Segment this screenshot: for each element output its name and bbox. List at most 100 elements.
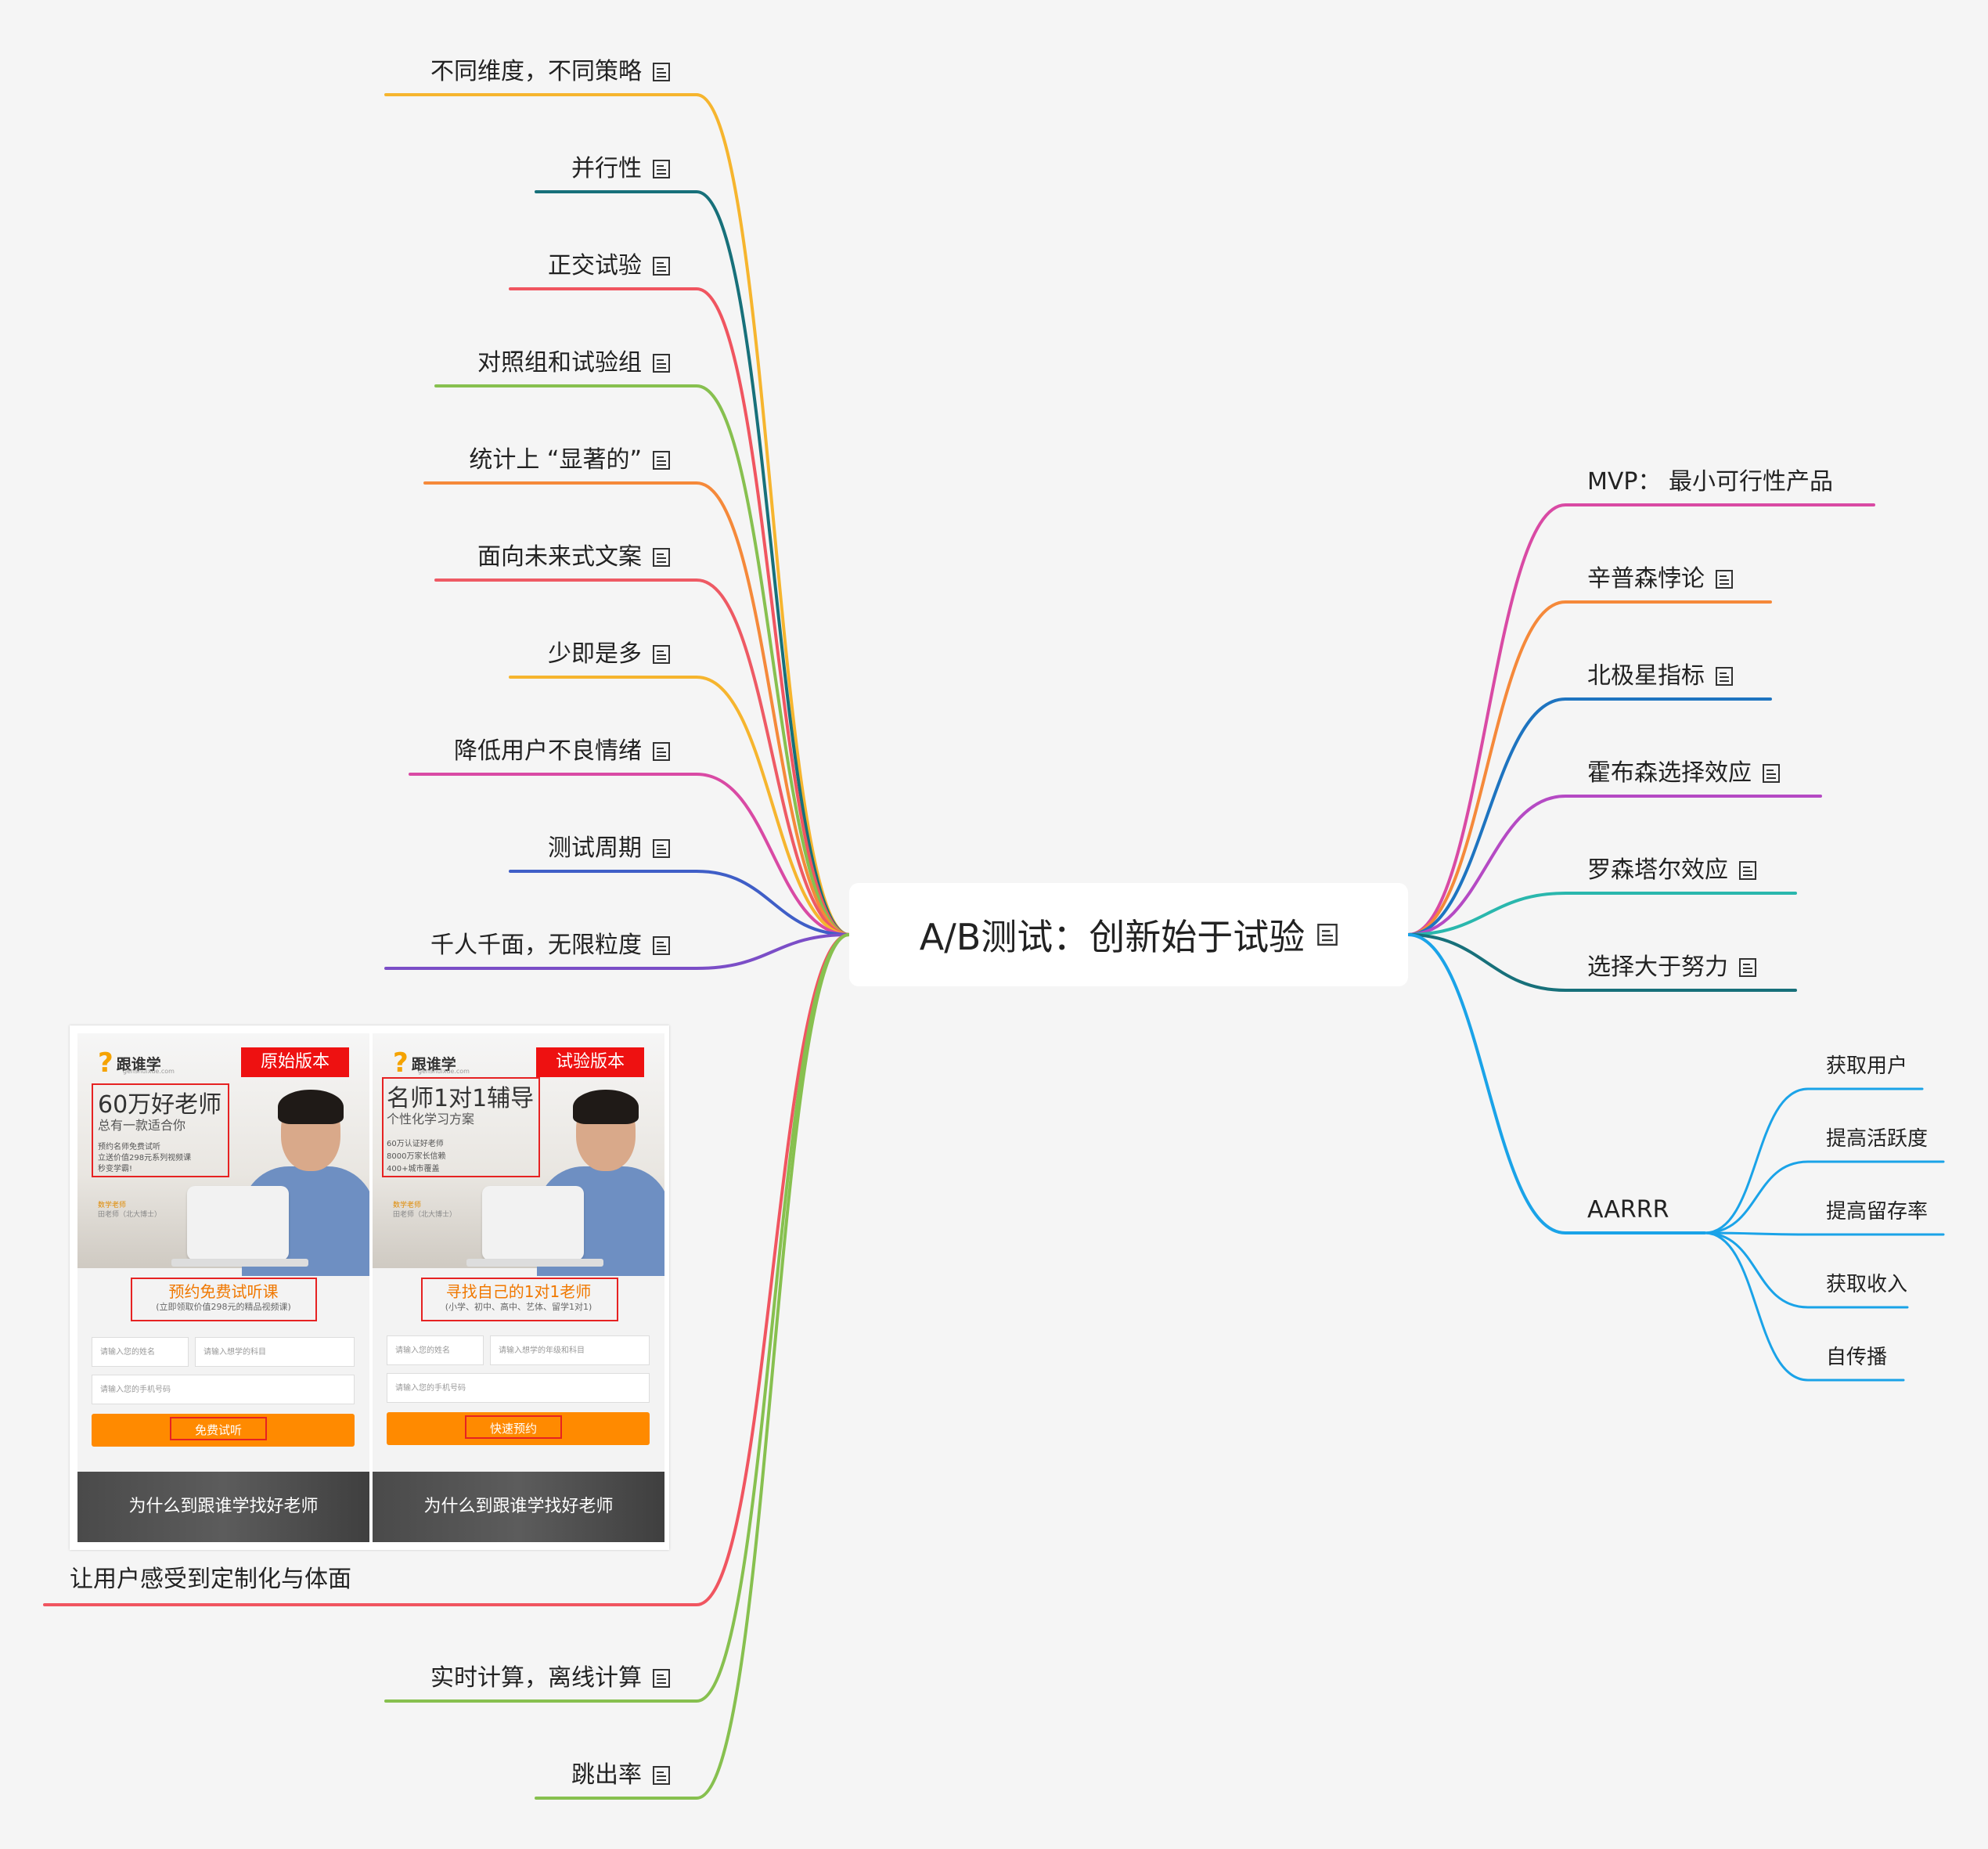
button-label[interactable]: 快速预约 [465, 1415, 562, 1439]
promo-line: 60万认证好老师 [387, 1140, 444, 1148]
topic-label: 不同维度，不同策略 [430, 58, 642, 85]
note-icon [653, 936, 670, 955]
connector-right-6 [1406, 933, 1706, 1234]
subheadline: 个性化学习方案 [387, 1112, 475, 1126]
version-tag: 试验版本 [536, 1047, 644, 1077]
connector-8 [509, 870, 851, 936]
topic-statistical-significance[interactable]: 统计上 “显著的” [469, 445, 670, 476]
connector-aarrr-3 [1703, 1231, 1909, 1309]
promo-line: 8000万家长信赖 [387, 1152, 446, 1161]
phone-input[interactable]: 请输入您的手机号码 [92, 1375, 355, 1404]
quick-booking-button[interactable] [387, 1412, 650, 1445]
teacher-photo-hair [573, 1090, 639, 1124]
topic-aarrr[interactable]: AARRR [1587, 1195, 1669, 1226]
topic-mvp[interactable]: MVP： 最小可行性产品 [1587, 467, 1833, 498]
logo-url: genshuixue.com [123, 1068, 175, 1075]
topic-label: 北极星指标 [1587, 662, 1705, 690]
topic-label: 跳出率 [571, 1761, 642, 1789]
note-icon [1739, 861, 1756, 880]
topic-label: 测试周期 [548, 834, 642, 862]
topic-bounce-rate[interactable]: 跳出率 [571, 1760, 670, 1791]
note-icon [1317, 924, 1338, 946]
connector-0 [384, 93, 851, 936]
grade-subject-input[interactable]: 请输入想学的年级和科目 [490, 1335, 650, 1365]
connector-2 [509, 287, 851, 936]
connector-aarrr-4 [1703, 1231, 1905, 1382]
topic-label: 少即是多 [548, 640, 642, 668]
footer-banner: 为什么到跟谁学找好老师 [77, 1472, 369, 1542]
version-tag: 原始版本 [241, 1047, 349, 1077]
connector-right-0 [1406, 503, 1875, 936]
topic-orthogonal-test[interactable]: 正交试验 [548, 250, 670, 282]
topic-test-cycle[interactable]: 测试周期 [548, 833, 670, 864]
topic-label: MVP： 最小可行性产品 [1587, 468, 1834, 496]
connector-1 [535, 190, 851, 936]
topic-label: 并行性 [571, 155, 642, 182]
central-topic-label: A/B测试：创新始于试验 [919, 916, 1306, 958]
topic-control-test-group[interactable]: 对照组和试验组 [477, 348, 670, 379]
teacher-title: 数学老师 [393, 1202, 422, 1209]
note-icon [1716, 667, 1733, 686]
promo-line: 秒变学霸! [98, 1165, 133, 1173]
note-icon [653, 257, 670, 276]
connector-right-2 [1406, 697, 1772, 936]
topic-realtime-offline[interactable]: 实时计算，离线计算 [430, 1663, 670, 1694]
connector-right-5 [1406, 933, 1797, 992]
topic-personalization[interactable]: 千人千面，无限粒度 [430, 930, 670, 961]
subtopic-activation[interactable]: 提高活跃度 [1826, 1123, 1928, 1155]
subtopic-revenue[interactable]: 获取收入 [1826, 1269, 1907, 1300]
cta-subtitle: (立即领取价值298元的精品视频课) [156, 1302, 291, 1312]
connector-4 [423, 481, 851, 936]
free-trial-button[interactable] [92, 1414, 355, 1447]
logo-text: 跟谁学 [116, 1055, 161, 1073]
topic-label: 霍布森选择效应 [1587, 759, 1752, 787]
name-input[interactable]: 请输入您的姓名 [92, 1337, 189, 1367]
laptop-image [482, 1186, 584, 1260]
promo-line: 400+城市覆盖 [387, 1165, 440, 1173]
subtopic-label: 提高留存率 [1826, 1200, 1929, 1224]
subtopic-retention[interactable]: 提高留存率 [1826, 1196, 1928, 1227]
topic-label: AARRR [1587, 1196, 1669, 1224]
subtopic-acquisition[interactable]: 获取用户 [1826, 1051, 1907, 1082]
topic-rosenthal-effect[interactable]: 罗森塔尔效应 [1587, 855, 1756, 886]
topic-choice-over-effort[interactable]: 选择大于努力 [1587, 952, 1756, 983]
topic-future-copy[interactable]: 面向未来式文案 [477, 542, 670, 573]
cta-subtitle: (小学、初中、高中、艺体、留学1对1) [445, 1302, 592, 1312]
connector-6 [509, 676, 851, 936]
topic-label: 降低用户不良情绪 [454, 737, 642, 765]
topic-less-is-more[interactable]: 少即是多 [548, 639, 670, 670]
logo-url: genshuixue.com [418, 1068, 470, 1075]
promo-line: 立送价值298元系列视频课 [98, 1154, 192, 1162]
central-topic[interactable]: A/B测试：创新始于试验 [849, 883, 1408, 986]
topic-label: 统计上 “显著的” [469, 446, 642, 474]
subject-input[interactable]: 请输入想学的科目 [195, 1337, 355, 1367]
topic-simpsons-paradox[interactable]: 辛普森悖论 [1587, 564, 1733, 595]
connector-12 [535, 933, 851, 1800]
note-icon [653, 63, 670, 81]
subtopic-label: 自传播 [1826, 1346, 1888, 1369]
phone-input[interactable]: 请输入您的手机号码 [387, 1373, 650, 1403]
topic-reduce-negative-emotion[interactable]: 降低用户不良情绪 [454, 736, 670, 767]
connector-5 [434, 578, 851, 936]
topic-north-star-metric[interactable]: 北极星指标 [1587, 661, 1733, 692]
button-label[interactable]: 免费试听 [170, 1417, 267, 1440]
topic-hobson-choice[interactable]: 霍布森选择效应 [1587, 758, 1780, 789]
connector-aarrr-0 [1703, 1087, 1924, 1234]
topic-label: 实时计算，离线计算 [430, 1664, 642, 1692]
topic-dimensions-strategy[interactable]: 不同维度，不同策略 [430, 56, 670, 88]
cta-title: 寻找自己的1对1老师 [445, 1282, 592, 1301]
subtopic-referral[interactable]: 自传播 [1826, 1342, 1887, 1373]
note-icon [653, 645, 670, 664]
name-input[interactable]: 请输入您的姓名 [387, 1335, 484, 1365]
subtopic-label: 提高活跃度 [1826, 1127, 1929, 1151]
topic-customization-dignity[interactable]: 让用户感受到定制化与体面 [70, 1564, 351, 1595]
topic-parallelism[interactable]: 并行性 [571, 153, 670, 185]
headline: 60万好老师 [98, 1091, 222, 1119]
note-icon [1763, 764, 1780, 783]
topic-label: 罗森塔尔效应 [1587, 856, 1728, 884]
note-icon [1739, 958, 1756, 977]
connector-9 [384, 933, 851, 970]
